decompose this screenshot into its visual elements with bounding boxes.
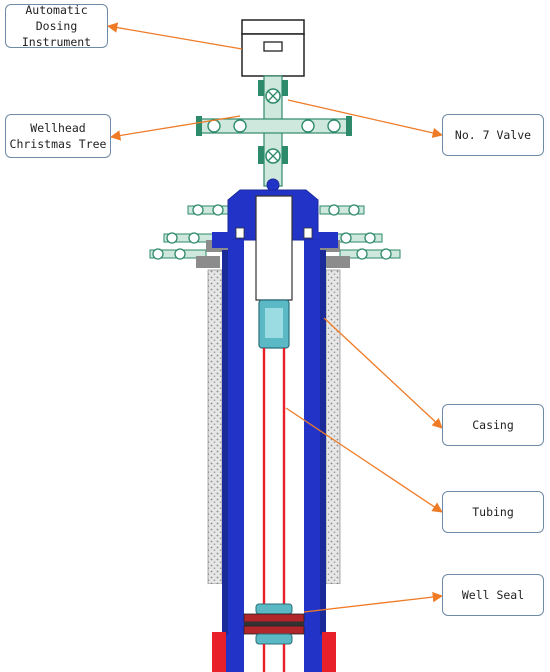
leader-seal bbox=[303, 591, 444, 613]
label-wellhead-christmas-tree: Wellhead Christmas Tree bbox=[5, 114, 111, 158]
cement-sheath bbox=[207, 269, 341, 628]
side-valves bbox=[149, 204, 401, 260]
leader-lines bbox=[106, 22, 444, 613]
label-no-7-valve: No. 7 Valve bbox=[442, 114, 544, 156]
label-automatic-dosing-instrument: Automatic Dosing Instrument bbox=[5, 3, 108, 49]
tubing bbox=[255, 195, 293, 608]
casing bbox=[212, 189, 338, 672]
label-tubing: Tubing bbox=[442, 491, 544, 533]
leader-casing bbox=[323, 317, 443, 429]
christmas-tree bbox=[196, 75, 352, 192]
well-seal bbox=[243, 603, 305, 672]
leader-wellhead bbox=[109, 115, 241, 141]
leader-dosing bbox=[106, 22, 243, 50]
leader-valve bbox=[287, 99, 444, 138]
label-well-seal: Well Seal bbox=[442, 574, 544, 616]
label-casing: Casing bbox=[442, 404, 544, 446]
dosing-instrument bbox=[241, 19, 305, 77]
leader-tubing bbox=[285, 407, 443, 513]
